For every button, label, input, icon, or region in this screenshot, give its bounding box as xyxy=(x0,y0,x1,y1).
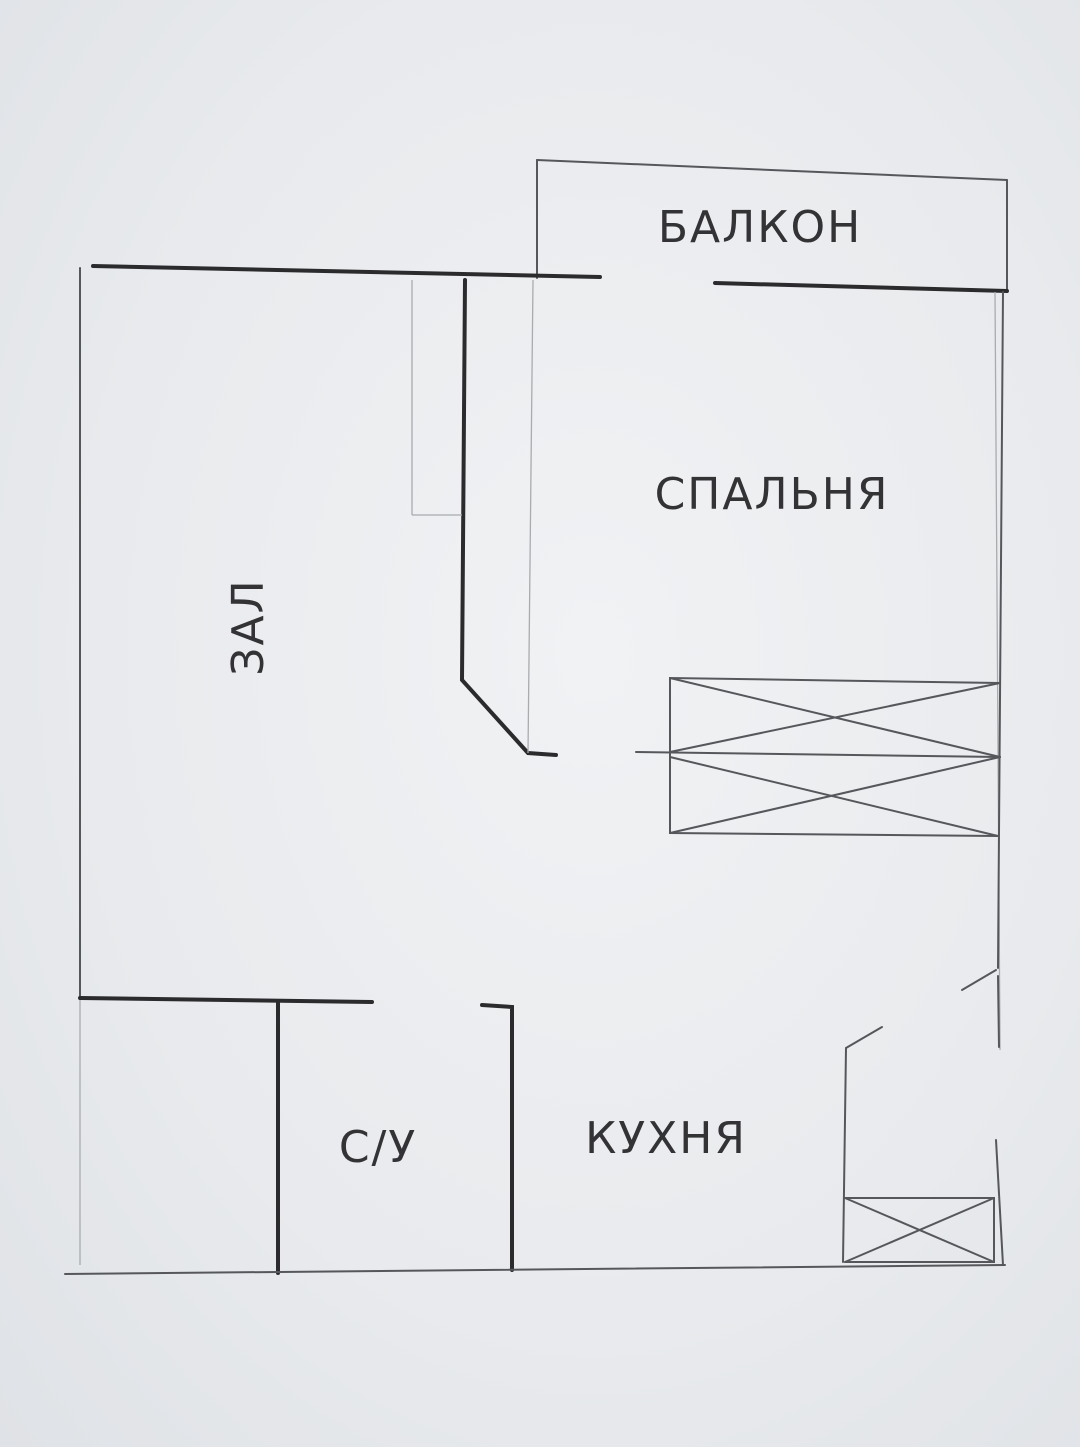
hall-label: ЗАЛ xyxy=(223,578,274,675)
bedroom-right-wall xyxy=(997,291,1004,969)
stove xyxy=(844,1197,995,1263)
construction-lines xyxy=(79,279,1001,1265)
top-wall-left xyxy=(91,264,602,279)
bottom-wall xyxy=(64,1264,1006,1275)
bathroom-label: С/У xyxy=(339,1122,417,1173)
kitchen-right-wall xyxy=(842,969,1004,1266)
balcony-label: БАЛКОН xyxy=(658,202,862,253)
balcony-outline xyxy=(536,159,1008,293)
hall-bottom-wall xyxy=(78,996,374,1004)
bedroom-label: СПАЛЬНЯ xyxy=(655,469,890,520)
kitchen-label: КУХНЯ xyxy=(585,1113,747,1164)
top-wall-right xyxy=(713,281,1009,293)
wardrobe xyxy=(635,676,1001,837)
corridor-wall xyxy=(459,278,558,757)
kitchen-left-wall xyxy=(480,1003,514,1272)
